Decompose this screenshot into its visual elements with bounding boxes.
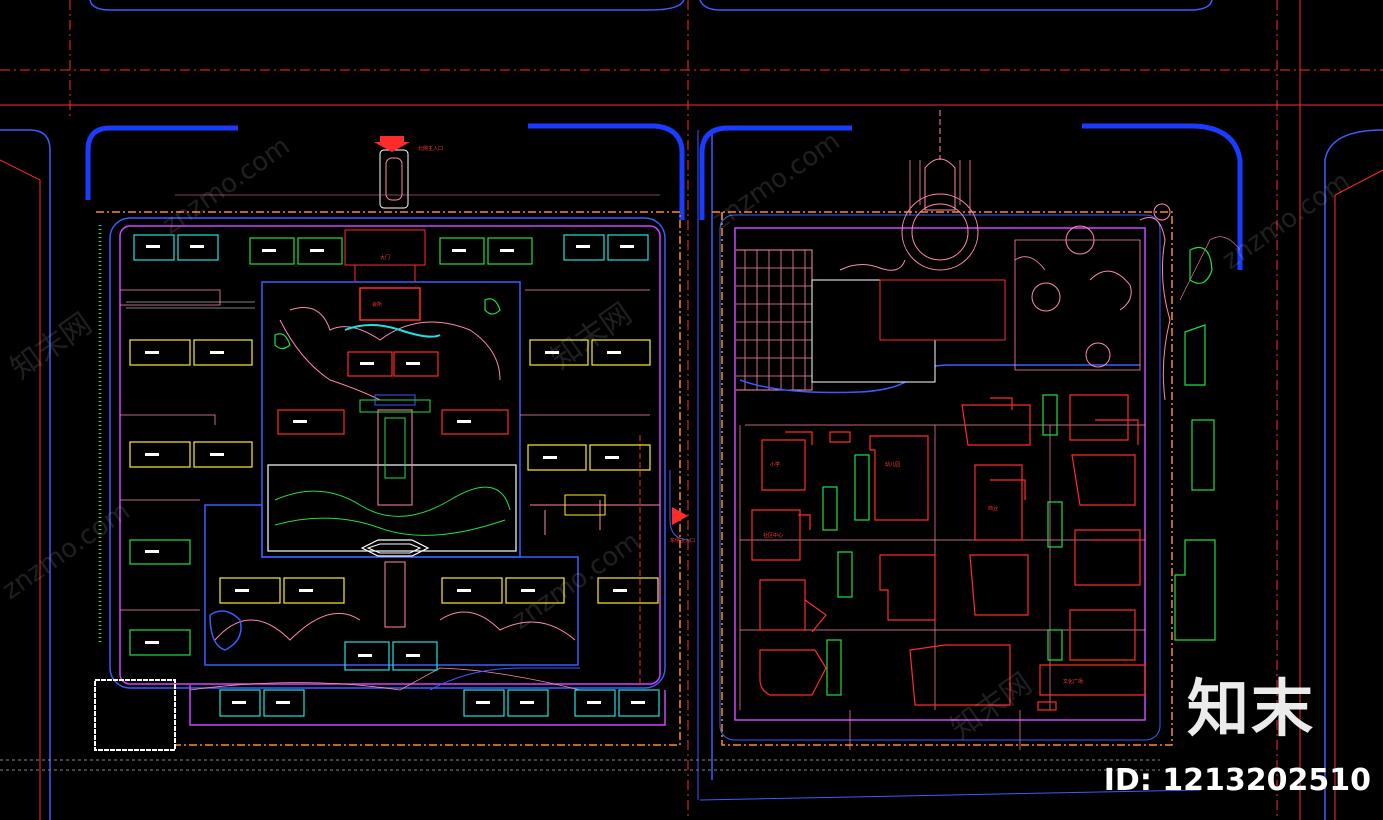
watermark-pattern: znzmo.com znzmo.com znzmo.com znzmo.com … bbox=[0, 126, 1356, 746]
right-compound bbox=[719, 110, 1241, 750]
main-gate-label: 大门 bbox=[380, 254, 390, 261]
facility-buildings bbox=[751, 394, 1146, 711]
watermark-cn-1: 知末网 bbox=[5, 306, 99, 386]
left-compound bbox=[98, 140, 691, 726]
clubhouse-label: 会所 bbox=[372, 301, 382, 308]
east-entry-label: 东侧主入口 bbox=[670, 537, 695, 544]
watermark-site-4: znzmo.com bbox=[0, 496, 136, 606]
north-entry-label: 北侧主入口 bbox=[418, 145, 443, 152]
brand-watermark: 知末 bbox=[1186, 672, 1315, 745]
market-label: 商业 bbox=[988, 505, 998, 512]
corner-lot bbox=[94, 679, 176, 751]
site-boundary bbox=[96, 211, 1173, 746]
image-id-text: ID: 1213202510 bbox=[1103, 763, 1371, 798]
community-label: 社区中心 bbox=[763, 532, 783, 539]
drawing-annotations: 北侧主入口 东侧主入口 大门 会所 小学 幼儿园 社区中心 商业 文化广场 bbox=[372, 145, 1083, 685]
school-a-label: 小学 bbox=[770, 461, 780, 468]
residential-blocks bbox=[129, 234, 660, 717]
block-markings bbox=[145, 245, 645, 704]
green-pads bbox=[274, 246, 1216, 696]
entry-arrows bbox=[374, 136, 688, 525]
perimeter-roads bbox=[85, 123, 1243, 270]
watermark-cn-3: 知末网 bbox=[945, 666, 1039, 746]
plaza-label: 文化广场 bbox=[1063, 678, 1083, 685]
watermark-site-2: znzmo.com bbox=[707, 126, 846, 236]
watermark-site-1: znzmo.com bbox=[157, 131, 296, 241]
watermark-site-5: znzmo.com bbox=[507, 526, 646, 636]
school-b-label: 幼儿园 bbox=[885, 461, 900, 468]
